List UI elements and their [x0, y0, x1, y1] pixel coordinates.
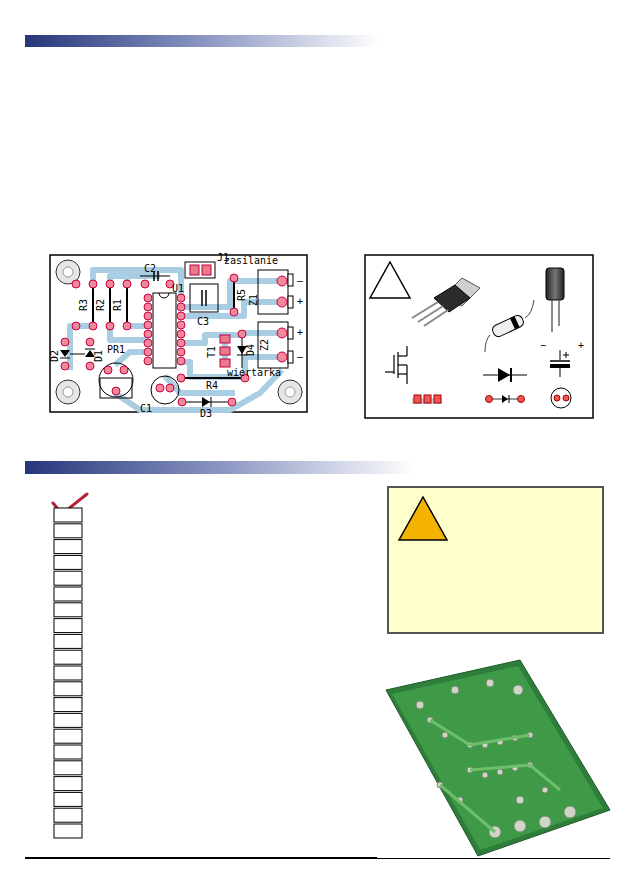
checkbox: [54, 524, 82, 538]
checkbox: [54, 713, 82, 727]
checkbox: [54, 634, 82, 648]
checkbox: [54, 650, 82, 664]
pcb-label: +: [297, 328, 303, 338]
pcb-label: –: [297, 276, 303, 286]
pcb-label: D1: [94, 350, 104, 362]
checkbox: [54, 792, 82, 806]
pcb-label: +: [578, 341, 584, 351]
warning-box: [388, 487, 603, 633]
checkbox: [54, 824, 82, 838]
pcb-label: R5: [237, 289, 247, 301]
pcb-label: C3: [197, 317, 209, 327]
header-bar: [25, 461, 415, 474]
pcb-label: Z1: [249, 294, 259, 306]
pcb-label: –: [297, 352, 303, 362]
checkbox: [54, 761, 82, 775]
checkbox: [54, 571, 82, 585]
checkbox: [54, 808, 82, 822]
pcb-photo: [386, 660, 610, 856]
pcb-label: U1: [172, 284, 184, 294]
pcb-label: wiertarka: [227, 368, 281, 378]
pcb-label: C1: [140, 404, 152, 414]
footer-line: [25, 857, 377, 859]
pcb-label: T1: [207, 346, 217, 358]
checklist-boxes: [54, 508, 82, 838]
pcb-label: −: [540, 341, 546, 351]
checkbox: [54, 698, 82, 712]
checkbox: [54, 540, 82, 554]
pcb-label: R4: [206, 381, 218, 391]
header-bar: [25, 35, 380, 47]
pcb-label: R2: [96, 299, 106, 311]
checkbox: [54, 666, 82, 680]
checkbox: [54, 508, 82, 522]
checkbox: [54, 745, 82, 759]
pcb-label: +: [297, 297, 303, 307]
checkbox: [54, 619, 82, 633]
pcb-label: D4: [246, 344, 256, 356]
component-legend-box: [365, 255, 593, 418]
checkbox: [54, 587, 82, 601]
pcb-label: Z2: [260, 339, 270, 351]
pcb-label: PR1: [107, 345, 125, 355]
checkbox: [54, 682, 82, 696]
footer-line: [377, 858, 610, 859]
pcb-label: R1: [113, 299, 123, 311]
checkbox: [54, 603, 82, 617]
checkbox: [54, 729, 82, 743]
pcb-label: R3: [79, 299, 89, 311]
checkbox: [54, 777, 82, 791]
pcb-label: D2: [50, 350, 60, 362]
pcb-label: zasilanie: [224, 256, 278, 266]
pcb-label: D3: [200, 409, 212, 419]
pcb-layout: [50, 255, 307, 412]
checkbox: [54, 555, 82, 569]
pcb-label: C2: [144, 264, 156, 274]
